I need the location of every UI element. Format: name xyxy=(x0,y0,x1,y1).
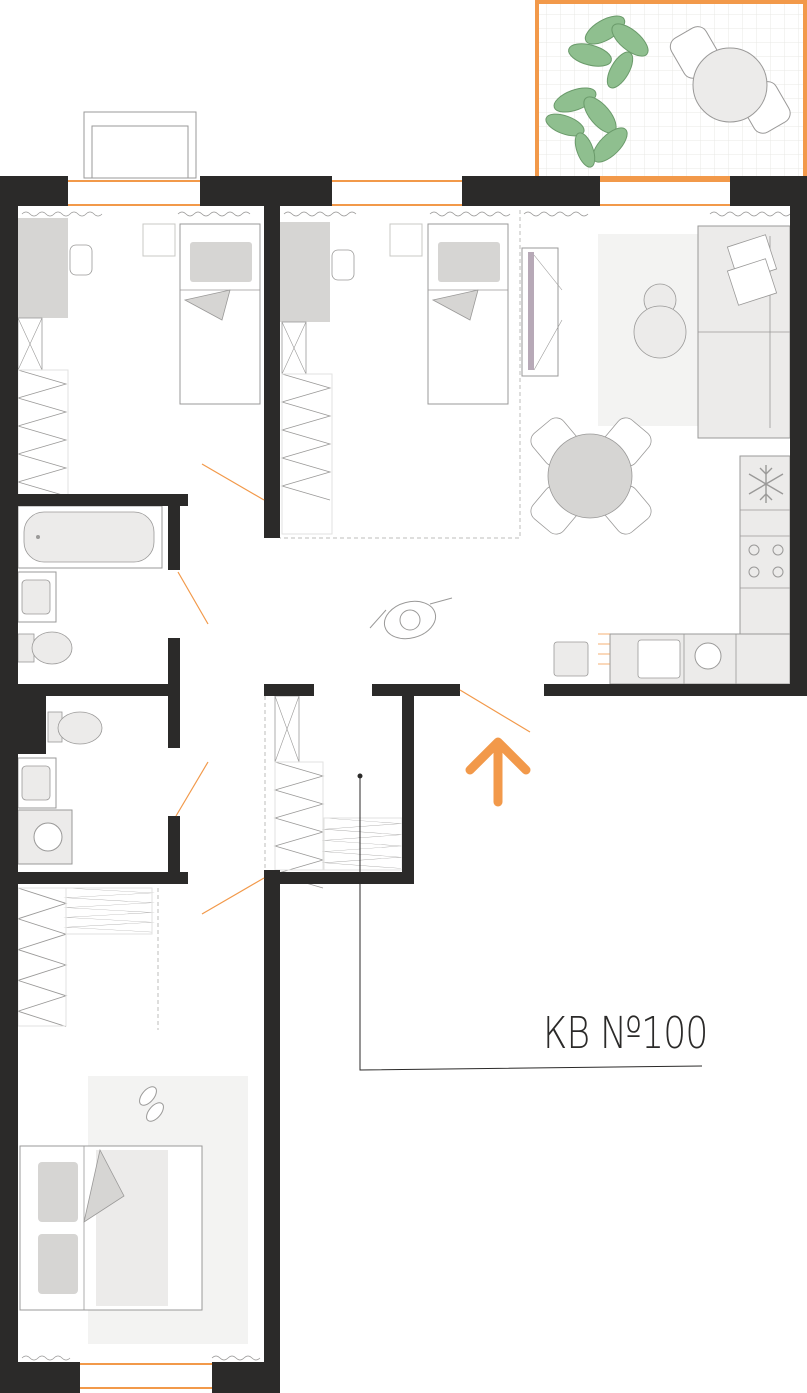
dining-table xyxy=(530,417,652,535)
balcony xyxy=(535,0,807,180)
plant-icon xyxy=(545,15,649,168)
balcony-table xyxy=(669,26,791,134)
window-frame-top xyxy=(83,111,197,179)
slippers-icon xyxy=(139,1086,164,1122)
doors xyxy=(175,463,531,915)
apartment-number-label: КВ №100 xyxy=(543,1008,708,1059)
walls xyxy=(0,176,807,1393)
apartment-leader-line xyxy=(357,773,703,1071)
snowflake-icon xyxy=(748,465,784,503)
curtains xyxy=(21,211,791,1361)
windows xyxy=(68,180,730,1390)
furniture xyxy=(17,210,794,1361)
person-icon xyxy=(369,597,453,640)
entrance-arrow-icon xyxy=(465,737,531,807)
